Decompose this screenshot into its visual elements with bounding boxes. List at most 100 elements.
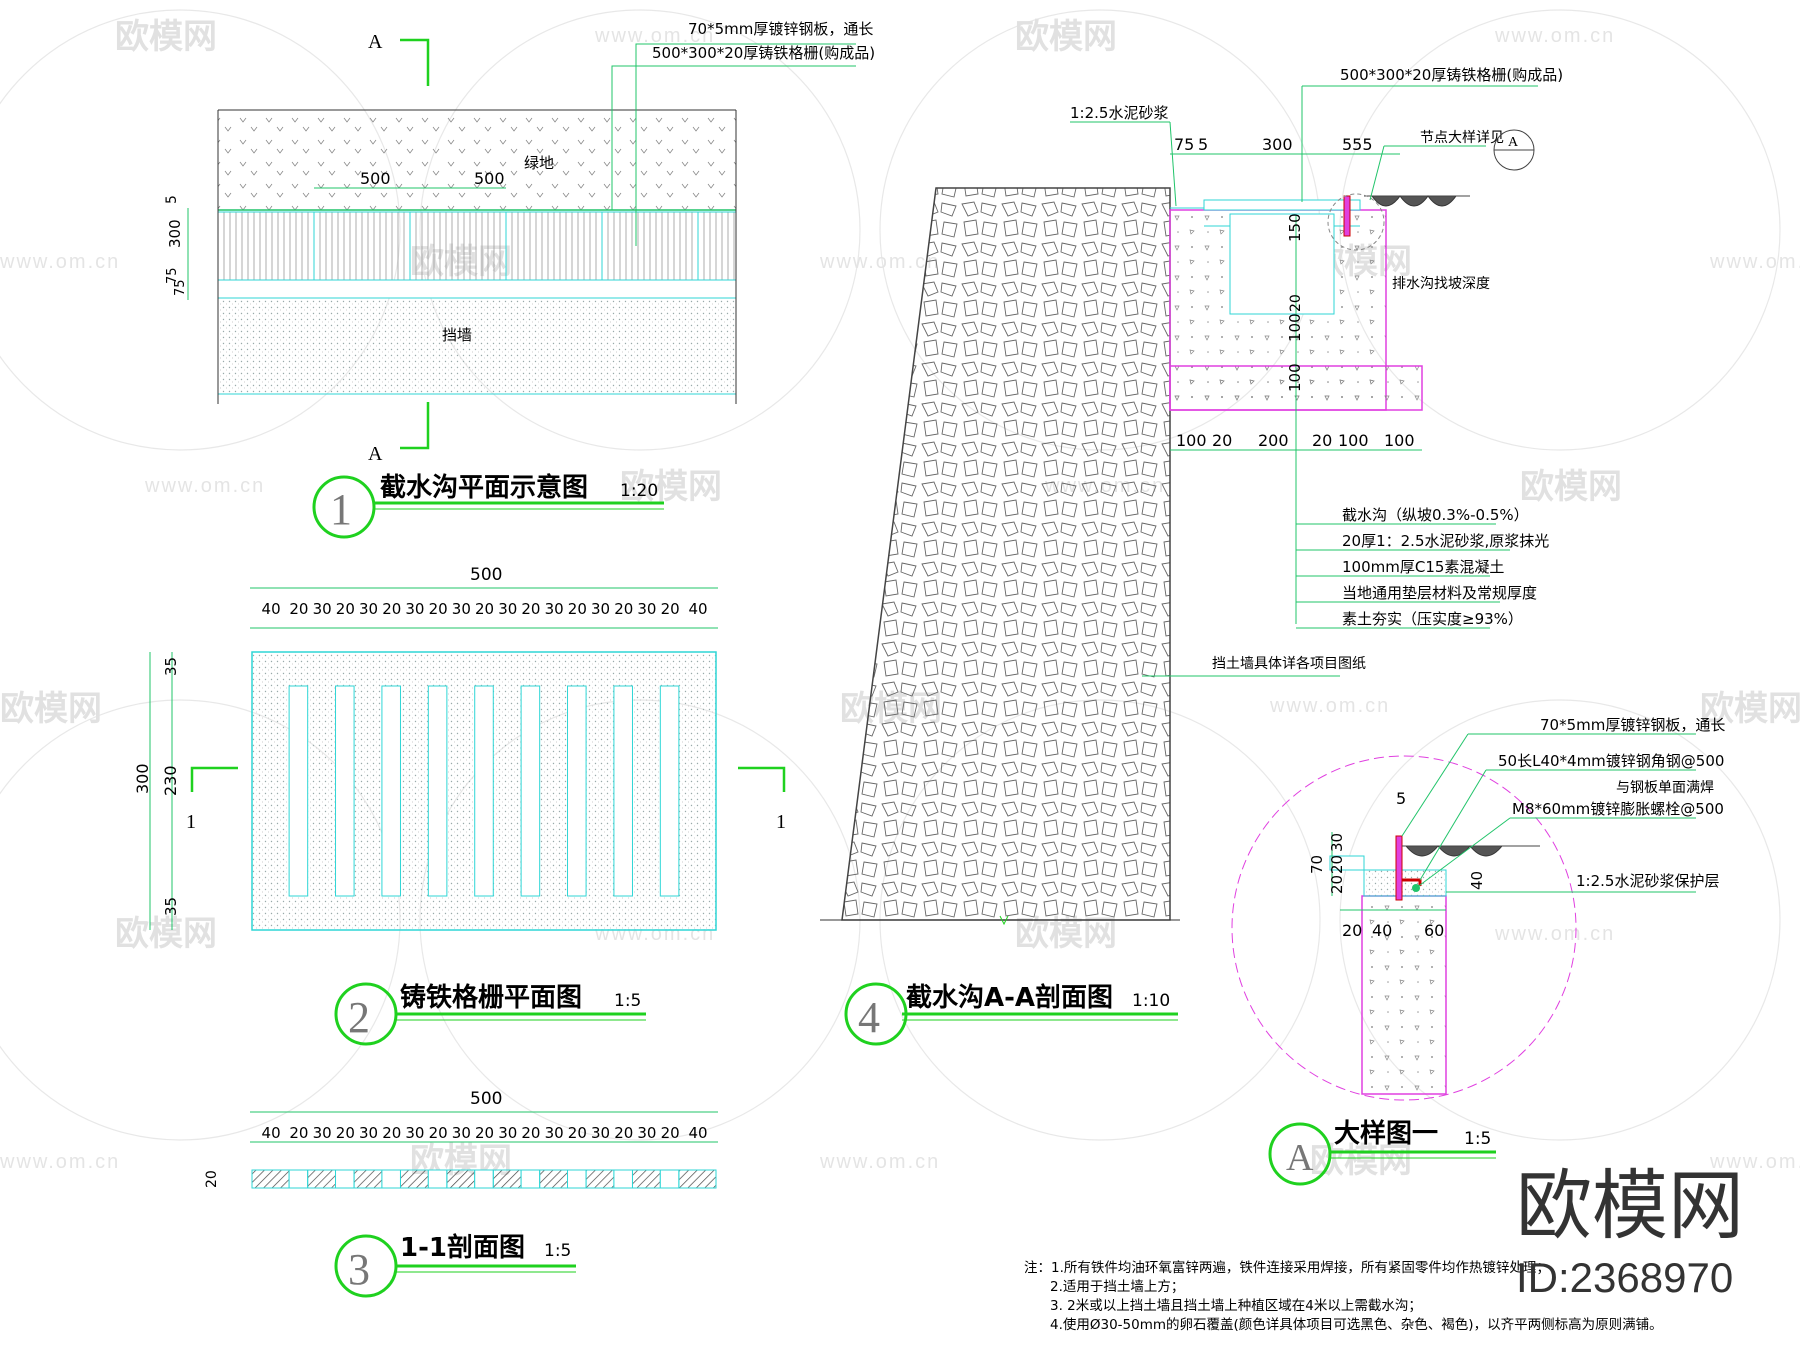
callout-mortar: 1:2.5水泥砂浆保护层: [1576, 872, 1719, 890]
dim-vertical: 100: [1286, 363, 1304, 392]
general-notes: 注：1.所有铁件均油环氧富锌两遍，铁件连接采用焊接，所有紧固零件均作热镀锌处理；…: [1024, 1259, 1663, 1333]
dim-segment: 30: [452, 600, 471, 618]
detail-a-enlarged: 70*5mm厚镀锌钢板，通长 50长L40*4mm镀锌钢角钢@500 与钢板单面…: [1231, 716, 1725, 1186]
watermark-domain: www.om.cn: [0, 251, 120, 273]
node-ref-label: 节点大样详见: [1420, 130, 1504, 146]
dim-segment: 20: [289, 600, 308, 618]
dim-total: 300: [133, 763, 152, 794]
watermark-brand: 欧模网: [115, 18, 217, 56]
dim-left: 300: [166, 219, 184, 248]
curb-concrete: [1361, 895, 1447, 1095]
layer-item: 截水沟（纵坡0.3%-0.5%）: [1342, 506, 1529, 524]
mortar-layer: [1363, 869, 1447, 897]
dim-top: 300: [1262, 135, 1293, 154]
dim-segment: 20: [475, 600, 494, 618]
detail-mark: A: [1286, 1137, 1314, 1179]
detail-number: 2: [348, 993, 370, 1042]
grate-slot-section: [381, 1169, 401, 1189]
grate-slot-section: [335, 1169, 355, 1189]
callout-plate: 70*5mm厚镀锌钢板，通长: [688, 20, 873, 38]
dim-left: 35: [162, 657, 180, 676]
stamp-brand: 欧模网: [1516, 1161, 1744, 1250]
watermark-domain: www.om.cn: [0, 1151, 120, 1173]
dim-500: 500: [474, 169, 505, 188]
dim-vertical: 20: [1288, 294, 1304, 312]
section-mark-a-bottom: A: [368, 443, 383, 465]
grate-slot: [567, 685, 587, 897]
dim-segment: 20: [336, 600, 355, 618]
dim-segment: 30: [591, 1124, 610, 1142]
note-line: 注：1.所有铁件均油环氧富锌两遍，铁件连接采用焊接，所有紧固零件均作热镀锌处理；: [1024, 1259, 1550, 1276]
dim-segment: 30: [405, 1124, 424, 1142]
dim-left: 20: [1328, 855, 1346, 874]
dim-segment: 30: [591, 600, 610, 618]
grate-bar-section: [585, 1169, 615, 1189]
grate-bar-section: [678, 1169, 717, 1189]
greenland-label: 绿地: [524, 154, 554, 172]
detail-scale: 1:5: [1464, 1129, 1491, 1149]
greenland-area: [218, 110, 736, 210]
dim-segment: 40: [262, 1124, 281, 1142]
watermark-domain: www.om.cn: [1709, 251, 1800, 273]
dim-segment: 30: [359, 600, 378, 618]
dim-bottom: 100: [1338, 431, 1369, 450]
note-line: 3. 2米或以上挡土墙且挡土墙上种植区域在4米以上需截水沟；: [1050, 1298, 1422, 1314]
grate-bar-section: [631, 1169, 661, 1189]
callout-grate: 500*300*20厚铸铁格栅(购成品): [652, 44, 875, 62]
callout-weld: 与钢板单面满焊: [1616, 780, 1714, 796]
callout-leader: [635, 43, 856, 246]
dim-segment: 20: [336, 1124, 355, 1142]
node-ref-mark: A: [1508, 135, 1519, 150]
layer-item: 当地通用垫层材料及常规厚度: [1342, 584, 1537, 602]
dim-segment: 20: [475, 1124, 494, 1142]
detail-scale: 1:5: [614, 991, 641, 1011]
section-mark-a-top: A: [368, 31, 383, 53]
watermark-domain: www.om.cn: [1494, 923, 1615, 945]
dim-segment: 20: [568, 600, 587, 618]
detail-scale: 1:20: [620, 481, 658, 501]
dim-segment: 30: [637, 1124, 656, 1142]
wall-label: 挡墙: [442, 326, 472, 344]
detail-title: 截水沟A-A剖面图: [906, 982, 1113, 1013]
note-line: 2.适用于挡土墙上方；: [1050, 1279, 1184, 1295]
dim-segment: 20: [429, 1124, 448, 1142]
grate-slot: [613, 685, 633, 897]
dim-segment: 40: [688, 1124, 707, 1142]
callout-bolt: M8*60mm镀锌膨胀螺栓@500: [1512, 800, 1724, 818]
watermark-domain: www.om.cn: [144, 475, 265, 497]
mortar-label: 1:2.5水泥砂浆: [1070, 104, 1168, 122]
watermark-domain: www.om.cn: [819, 1151, 940, 1173]
detail-1-plan: A A 绿地 挡墙 500 500 5 300 75 75: [164, 20, 875, 539]
watermark-domain: www.om.cn: [1269, 695, 1390, 717]
pebble-cover: [1405, 845, 1503, 857]
wall-note: 挡土墙具体详各项目图纸: [1212, 656, 1366, 672]
grate-slot: [381, 685, 401, 897]
dim-bottom: 20: [1312, 431, 1332, 450]
dim-segment: 20: [521, 1124, 540, 1142]
overall-dim: 500: [470, 565, 502, 585]
overall-dim: 500: [470, 1089, 502, 1109]
detail-number: 4: [858, 993, 880, 1042]
trench-channel: [1229, 213, 1335, 315]
detail-title: 大样图一: [1334, 1118, 1438, 1149]
section-bar: [251, 1169, 717, 1189]
grate-bar-section: [539, 1169, 569, 1189]
dim-left: 5: [164, 195, 180, 204]
dim-segment: 20: [429, 600, 448, 618]
detail-number: 3: [348, 1245, 370, 1294]
grate-slot: [335, 685, 355, 897]
dim-bottom: 20: [1212, 431, 1232, 450]
dim-left: 75: [173, 279, 188, 296]
grate-bar-section: [251, 1169, 290, 1189]
dim-segment: 30: [498, 600, 517, 618]
dim-segment: 20: [521, 600, 540, 618]
dim-top: 555: [1342, 135, 1373, 154]
dim-bottom: 100: [1176, 431, 1207, 450]
dim-bottom: 20: [1342, 921, 1362, 940]
dim-left: 75: [165, 267, 180, 284]
layer-item: 素土夯实（压实度≥93%）: [1342, 610, 1523, 628]
dim-left: 30: [1328, 833, 1346, 852]
watermark-brand: 欧模网: [620, 468, 722, 506]
